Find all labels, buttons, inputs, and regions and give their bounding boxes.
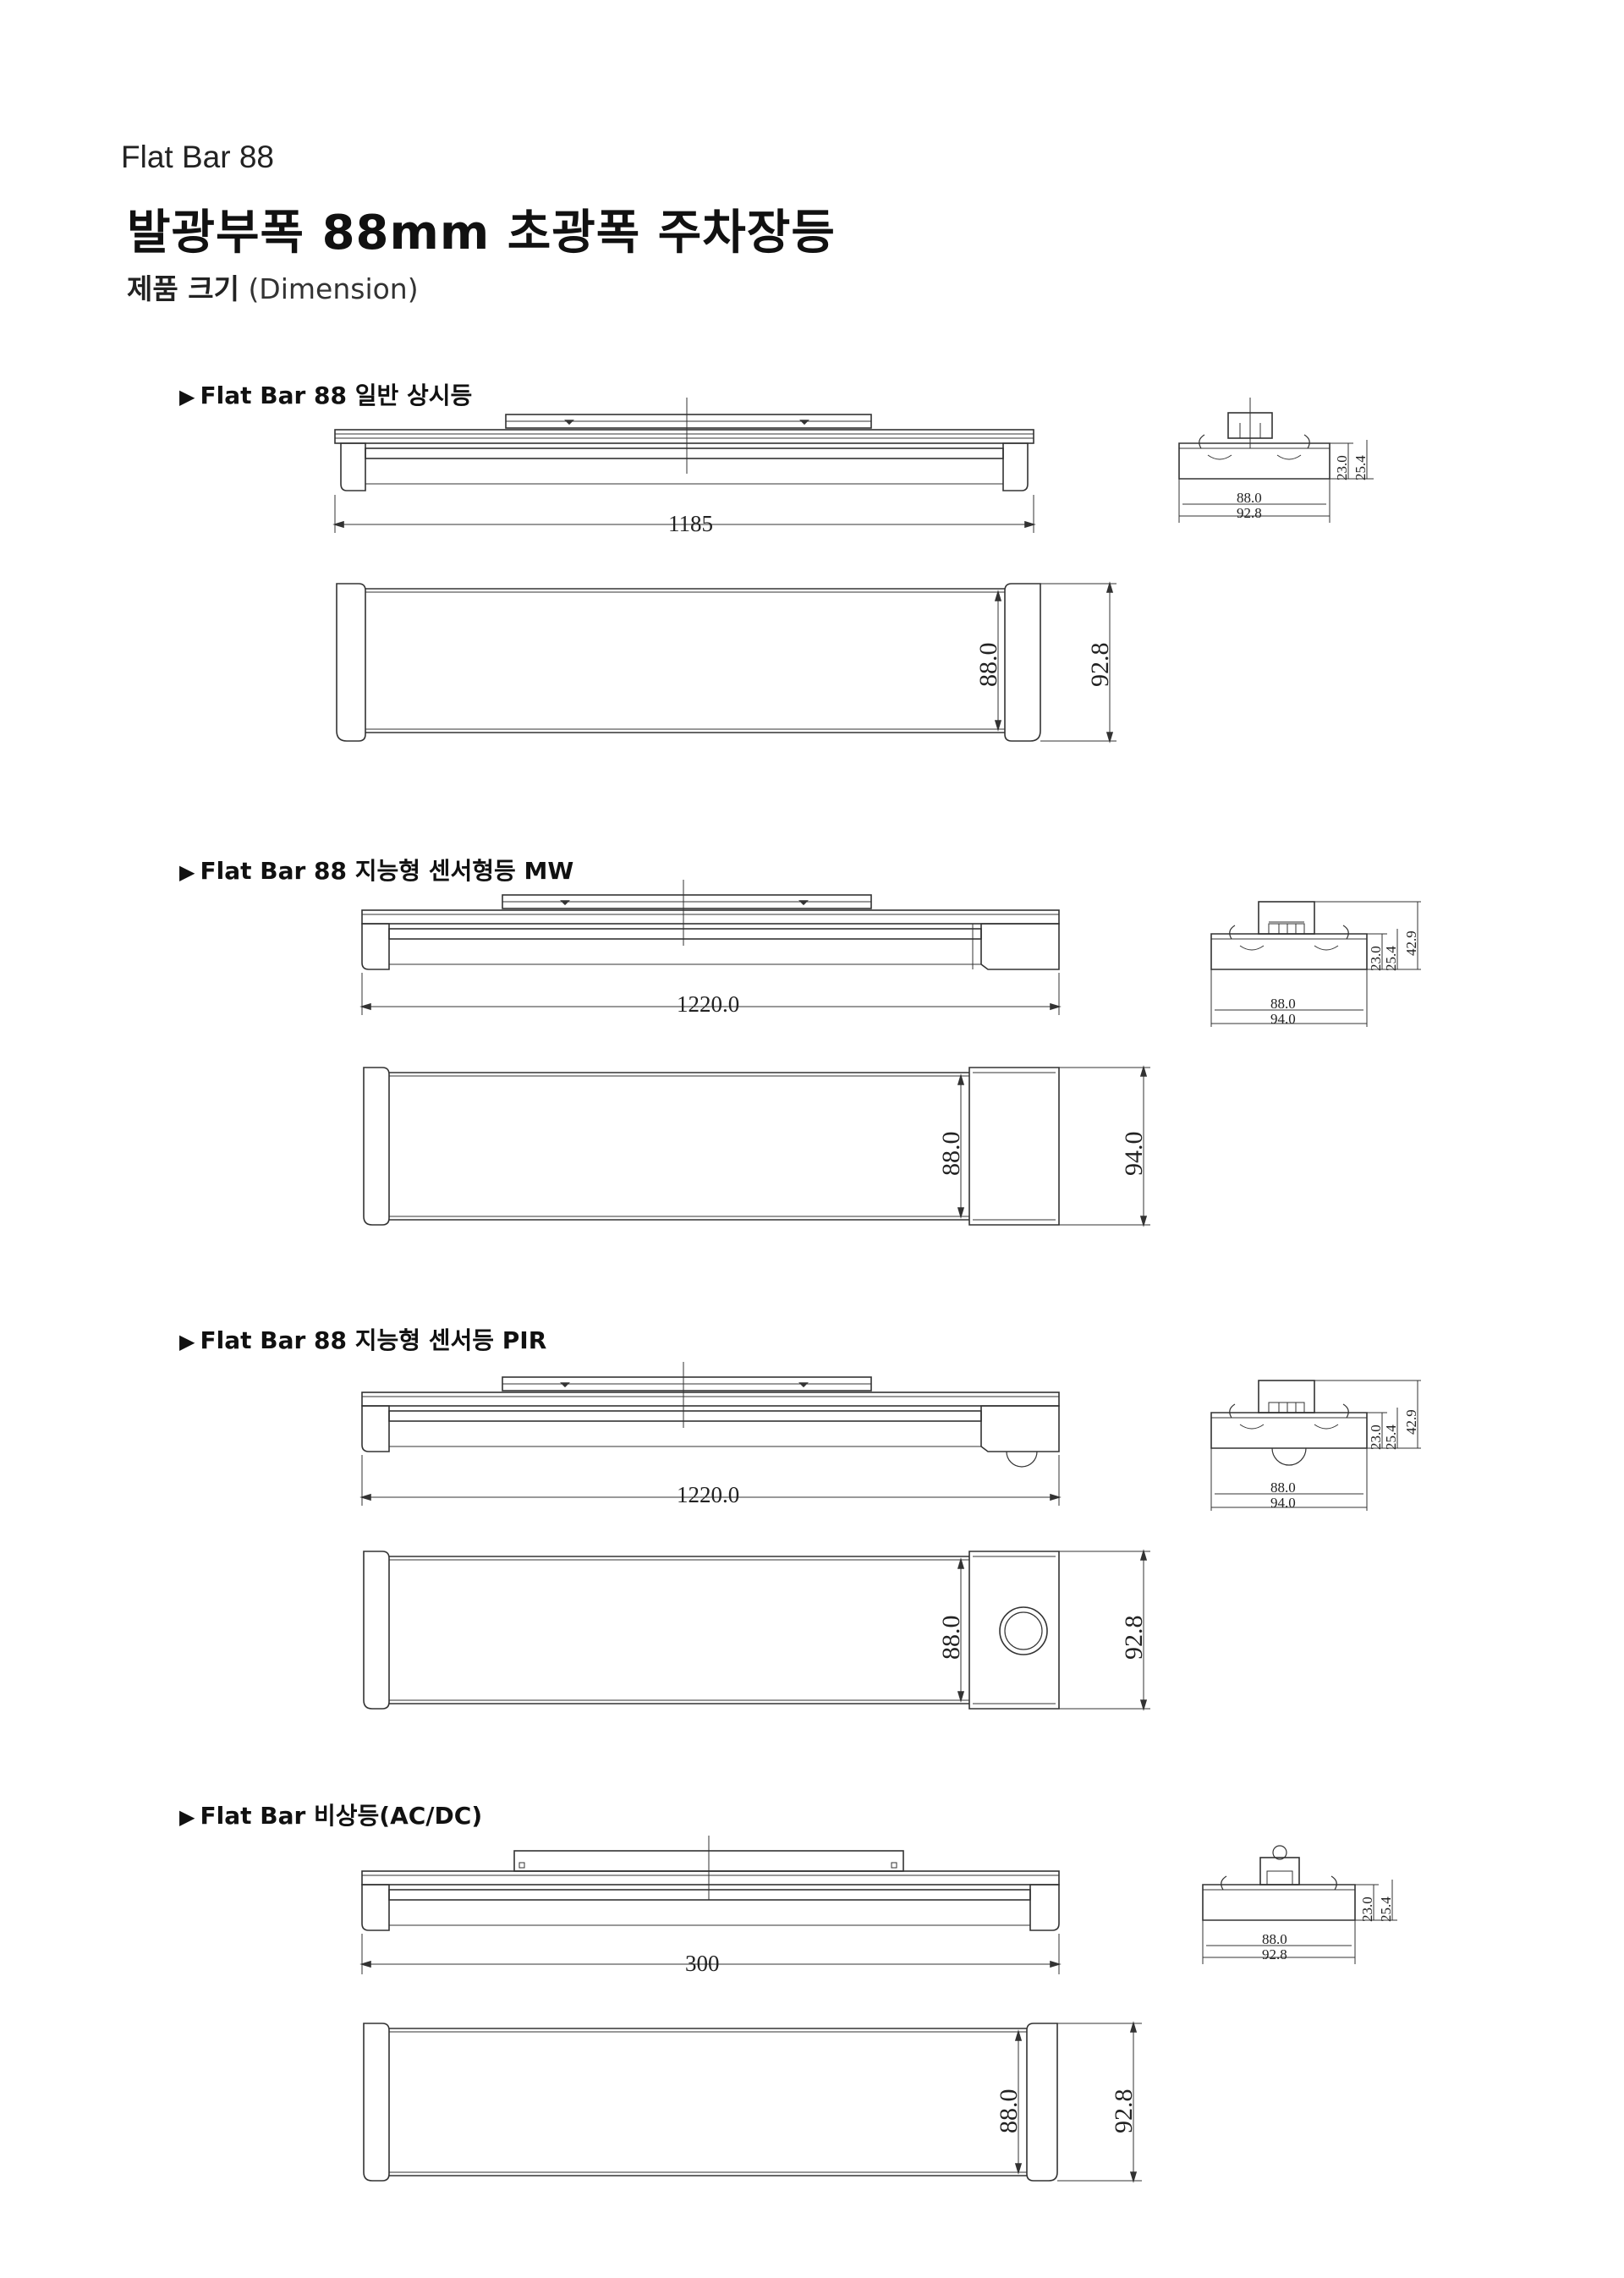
- outer-width-dimension: 92.8: [1086, 643, 1114, 688]
- mw-cross-section: 23.0 25.4 42.9 88.0 94.0: [1210, 901, 1421, 1027]
- inner-width-dimension: 88.0: [974, 643, 1002, 688]
- svg-text:88.0: 88.0: [1237, 490, 1262, 506]
- brand-name: Flat Bar 88: [121, 140, 274, 174]
- svg-text:23.0: 23.0: [1368, 1424, 1384, 1450]
- svg-text:23.0: 23.0: [1368, 946, 1384, 971]
- pir-side-view: 1220.0: [359, 1362, 1062, 1507]
- page-title: 발광부폭 88mm 초광폭 주차장등: [127, 206, 836, 261]
- standard-cross-section: 23.0 25.4 88.0 92.8: [1178, 398, 1374, 523]
- subtitle-korean: 제품 크기: [127, 272, 239, 305]
- emergency-cross-section: 23.0 25.4 88.0 92.8: [1202, 1845, 1397, 1964]
- outer-width-dimension: 92.8: [1120, 1616, 1148, 1660]
- svg-text:25.4: 25.4: [1383, 1424, 1399, 1450]
- triangle-bullet-icon: ▶: [179, 860, 195, 884]
- section-heading-mw: ▶Flat Bar 88 지능형 센서형등 MW: [179, 857, 574, 885]
- length-dimension: 1220.0: [677, 991, 739, 1017]
- svg-text:42.9: 42.9: [1403, 1409, 1419, 1435]
- svg-text:42.9: 42.9: [1403, 930, 1419, 956]
- svg-text:25.4: 25.4: [1352, 455, 1369, 480]
- svg-text:88.0: 88.0: [1270, 996, 1296, 1012]
- emergency-plan-view: 88.0 92.8: [363, 2021, 1142, 2183]
- svg-text:92.8: 92.8: [1262, 1946, 1287, 1962]
- section-heading-standard: ▶Flat Bar 88 일반 상시등: [179, 381, 473, 409]
- svg-text:23.0: 23.0: [1334, 455, 1350, 480]
- standard-plan-view: 88.0 92.8: [336, 581, 1116, 744]
- pir-plan-view: 88.0 92.8: [363, 1549, 1150, 1711]
- inner-width-dimension: 88.0: [995, 2089, 1023, 2134]
- triangle-bullet-icon: ▶: [179, 385, 195, 409]
- svg-text:23.0: 23.0: [1359, 1897, 1375, 1922]
- section-heading-emergency: ▶Flat Bar 비상등(AC/DC): [179, 1802, 483, 1830]
- svg-text:25.4: 25.4: [1378, 1897, 1394, 1922]
- triangle-bullet-icon: ▶: [179, 1805, 195, 1829]
- outer-width-dimension: 94.0: [1120, 1132, 1148, 1177]
- inner-width-dimension: 88.0: [937, 1132, 965, 1177]
- emergency-side-view: 300: [359, 1836, 1062, 1976]
- length-dimension: 1185: [668, 511, 713, 536]
- outer-width-dimension: 92.8: [1110, 2089, 1138, 2134]
- svg-text:88.0: 88.0: [1262, 1931, 1287, 1947]
- triangle-bullet-icon: ▶: [179, 1330, 195, 1353]
- section-heading-pir: ▶Flat Bar 88 지능형 센서등 PIR: [179, 1326, 547, 1354]
- length-dimension: 300: [685, 1951, 720, 1976]
- inner-width-dimension: 88.0: [937, 1616, 965, 1660]
- length-dimension: 1220.0: [677, 1482, 739, 1507]
- svg-text:25.4: 25.4: [1383, 946, 1399, 971]
- svg-text:94.0: 94.0: [1270, 1011, 1296, 1027]
- pir-cross-section: 23.0 25.4 42.9 88.0 94.0: [1210, 1380, 1421, 1511]
- mw-plan-view: 88.0 94.0: [363, 1065, 1150, 1227]
- svg-text:94.0: 94.0: [1270, 1495, 1296, 1511]
- svg-text:88.0: 88.0: [1270, 1479, 1296, 1496]
- subtitle-english: (Dimension): [248, 272, 419, 305]
- page-subtitle: 제품 크기 (Dimension): [127, 266, 419, 307]
- standard-side-view: 1185: [332, 398, 1036, 536]
- mw-side-view: 1220.0: [359, 880, 1062, 1017]
- svg-text:92.8: 92.8: [1237, 505, 1262, 521]
